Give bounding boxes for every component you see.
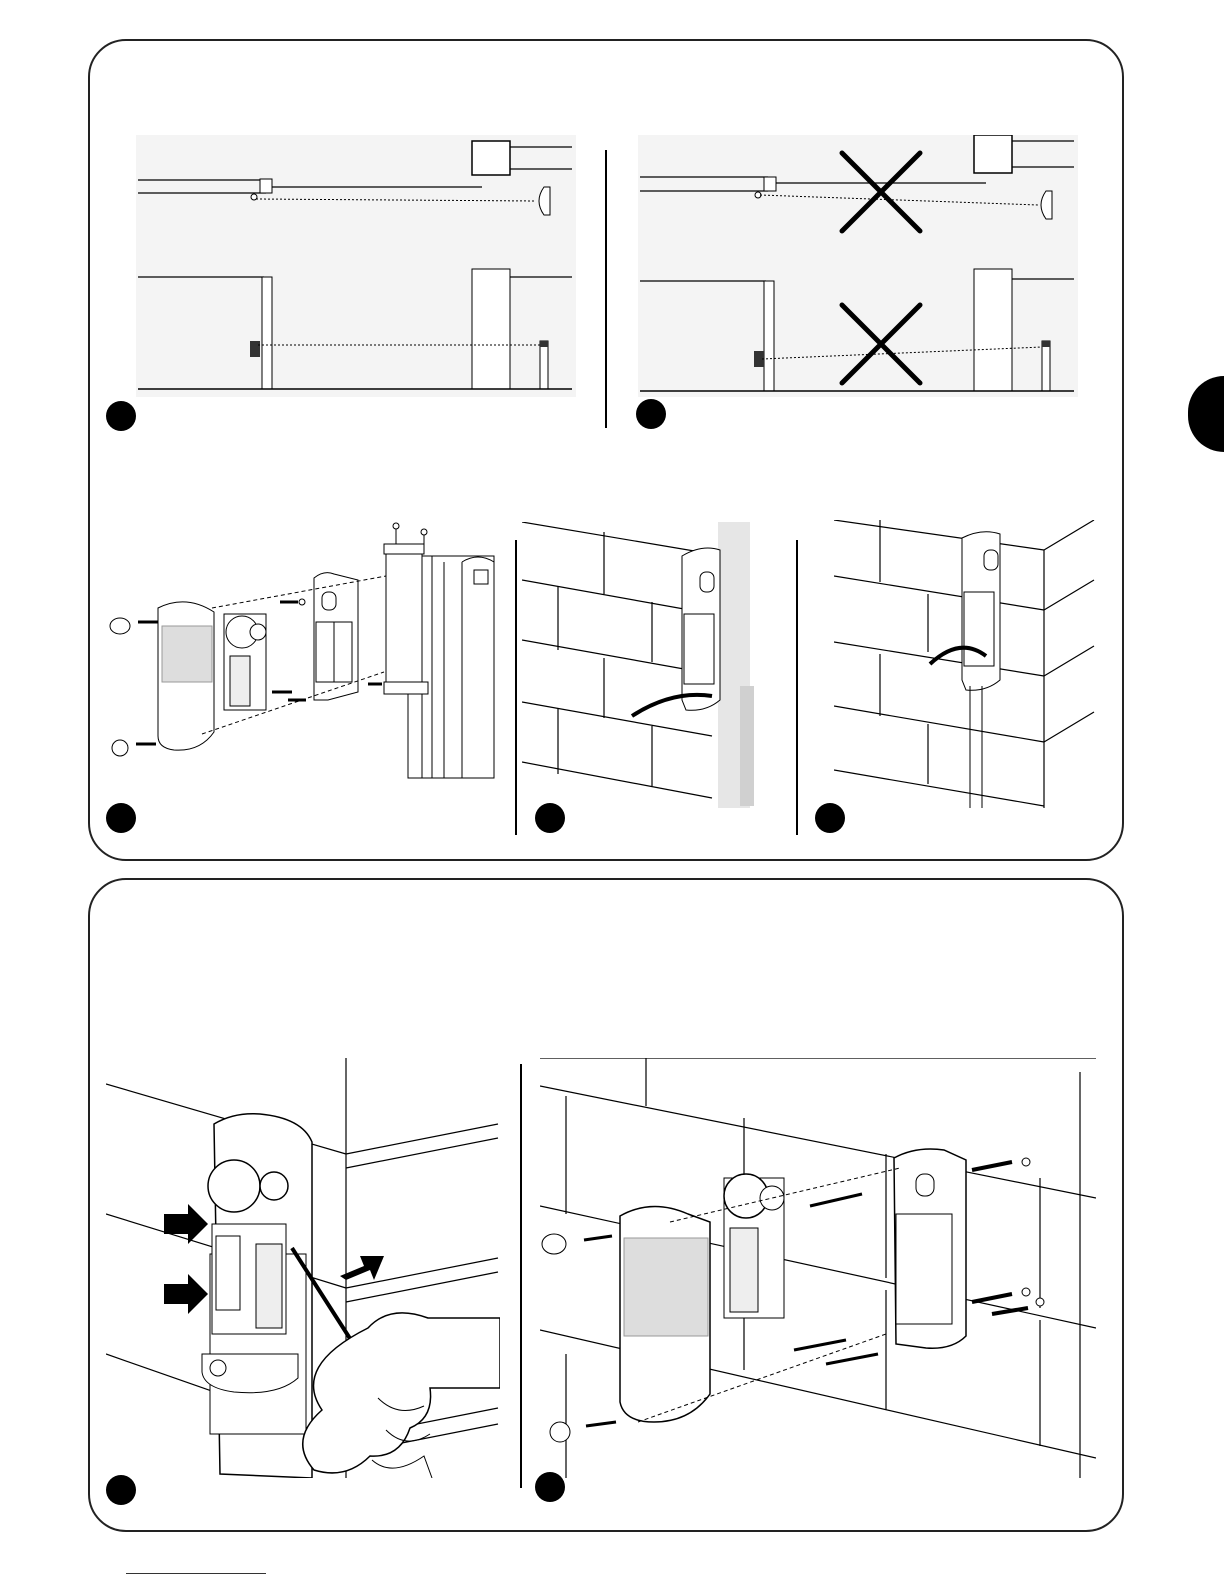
figure-beam-alignment-correct xyxy=(136,135,576,397)
figure-marker-dot xyxy=(106,401,136,431)
figure-exploded-mount-column xyxy=(106,522,498,780)
figure-wall-cable-flush xyxy=(522,522,790,808)
figure-marker-dot xyxy=(815,803,845,833)
vertical-divider xyxy=(520,1064,522,1488)
figure-marker-dot xyxy=(535,803,565,833)
figure-wall-cable-conduit xyxy=(834,520,1096,808)
vertical-divider xyxy=(605,150,607,428)
figure-lens-removal xyxy=(106,1058,500,1478)
figure-exploded-mount-wall xyxy=(540,1058,1096,1478)
figure-beam-alignment-wrong xyxy=(638,135,1078,397)
figure-marker-dot xyxy=(106,803,136,833)
section-tab-marker xyxy=(1188,376,1224,452)
figure-marker-dot xyxy=(636,399,666,429)
footer-rule xyxy=(126,1573,266,1574)
push-arrow-icon xyxy=(164,1274,208,1314)
figure-marker-dot xyxy=(106,1475,136,1505)
vertical-divider xyxy=(515,540,517,835)
push-arrow-icon xyxy=(164,1204,208,1244)
vertical-divider xyxy=(796,540,798,835)
push-arrow-icon xyxy=(340,1256,384,1280)
figure-marker-dot xyxy=(535,1472,565,1502)
